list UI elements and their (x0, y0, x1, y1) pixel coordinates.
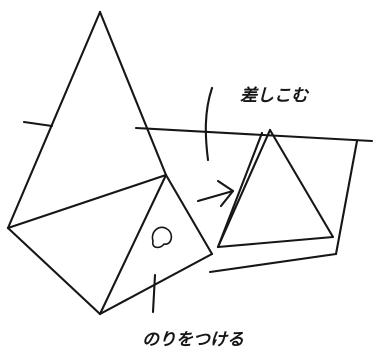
flap-left-edge (100, 175, 166, 314)
flap-right-edge (166, 175, 212, 254)
right-frame-right-edge (336, 141, 357, 254)
lower-right-edge (100, 254, 212, 314)
insert-pointer-line (206, 88, 212, 160)
inner-triangle-left (218, 130, 270, 247)
insert-label: 差しこむ (240, 86, 310, 106)
inner-triangle-base (218, 237, 333, 247)
direction-arrow (198, 181, 233, 206)
right-triangle-figure (210, 130, 357, 272)
right-frame-bottom-edge (210, 254, 336, 272)
left-triangle-figure (8, 12, 212, 314)
inner-triangle-right (270, 130, 333, 237)
horizontal-strip (24, 122, 372, 141)
base-diagonal-edge (8, 175, 166, 228)
insert-arrow-annotation: 差しこむ (206, 86, 310, 160)
tall-triangle-right-edge (100, 12, 166, 175)
glue-pointer-line (153, 275, 155, 312)
glue-spot-mark (152, 227, 171, 247)
strip-top-edge (136, 128, 372, 141)
strip-left-tick (24, 122, 52, 126)
glue-label: のりをつける (142, 330, 244, 350)
tall-triangle-left-edge (8, 12, 100, 228)
lower-left-edge (8, 228, 100, 314)
